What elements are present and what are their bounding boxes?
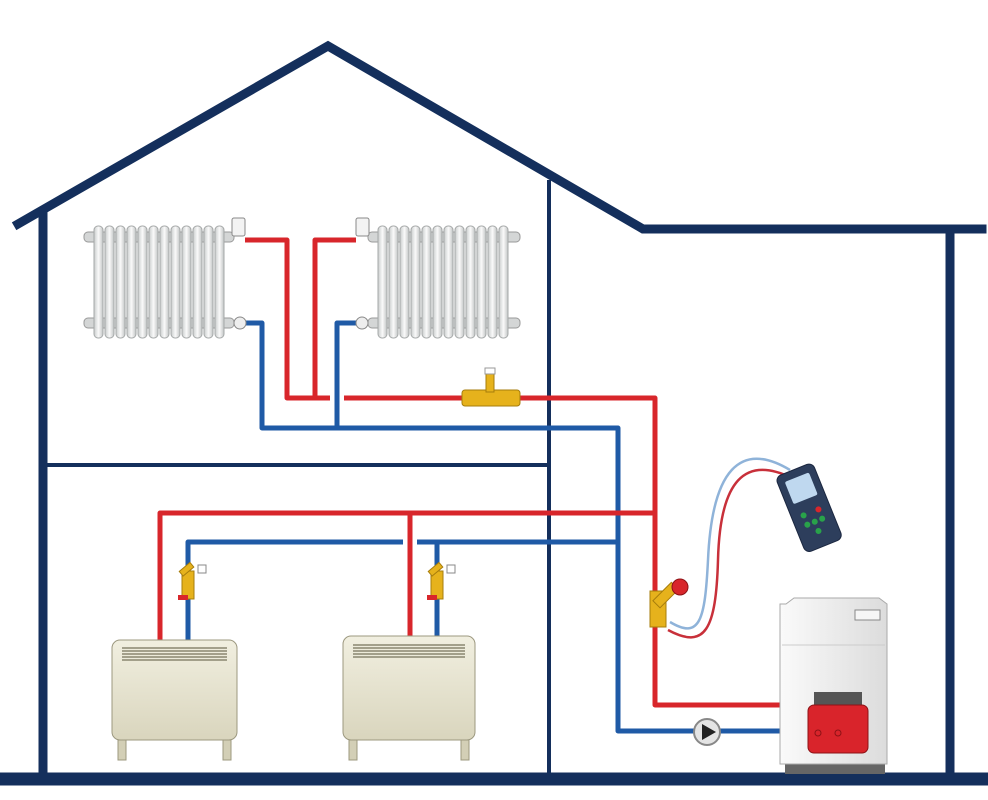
radiator-fin	[170, 225, 181, 339]
return-pipe	[245, 320, 780, 734]
lockshield-valve-icon	[233, 316, 247, 330]
boiler-icon[interactable]	[779, 597, 888, 774]
radiator-fin	[377, 225, 388, 339]
convector-icon	[111, 639, 238, 741]
convector-icon	[342, 635, 476, 741]
radiator-fin	[181, 225, 192, 339]
balancing-valve-icon[interactable]	[178, 561, 207, 600]
radiator-fin	[454, 225, 465, 339]
radiator-left	[83, 217, 247, 339]
radiator-fin	[465, 225, 476, 339]
radiator-fin	[399, 225, 410, 339]
radiator-fin	[148, 225, 159, 339]
radiator-fin	[432, 225, 443, 339]
supply-pipe	[312, 237, 356, 398]
balancing-valve-icon[interactable]	[427, 561, 456, 600]
inline-valve-icon[interactable]	[461, 367, 521, 407]
flow-meter-icon[interactable]	[775, 462, 843, 553]
supply-pipe	[245, 237, 330, 401]
return-pipe	[185, 539, 403, 640]
pump-icon[interactable]	[693, 718, 721, 746]
lockshield-valve-icon	[355, 316, 369, 330]
radiator-fin	[214, 225, 225, 339]
boiler-control-panel[interactable]	[854, 609, 881, 621]
radiator-fin	[159, 225, 170, 339]
radiator-fin	[487, 225, 498, 339]
radiator-fin	[421, 225, 432, 339]
measuring-hoses	[667, 457, 793, 639]
supply-pipe	[157, 510, 655, 640]
radiator-icon	[367, 225, 521, 339]
radiator-fin	[476, 225, 487, 339]
burner-icon	[807, 704, 869, 754]
return-pipes	[185, 320, 780, 734]
radiator-right	[355, 217, 521, 339]
return-pipe	[334, 320, 356, 428]
radiator-fin	[203, 225, 214, 339]
radiator-fin	[104, 225, 115, 339]
thermostatic-valve-icon[interactable]	[355, 217, 370, 237]
roof	[11, 40, 987, 234]
radiator-icon	[83, 225, 235, 339]
house-structure	[0, 40, 988, 786]
convector-left	[111, 639, 238, 761]
radiator-fin	[93, 225, 104, 339]
radiator-fin	[498, 225, 509, 339]
radiator-fin	[192, 225, 203, 339]
radiator-fin	[126, 225, 137, 339]
radiator-fin	[410, 225, 421, 339]
radiator-fin	[388, 225, 399, 339]
convector-right	[342, 635, 476, 761]
radiator-fin	[137, 225, 148, 339]
radiator-fin	[115, 225, 126, 339]
radiator-fin	[443, 225, 454, 339]
meter-screen	[785, 472, 818, 504]
balancing-valve-icon[interactable]	[649, 578, 689, 628]
thermostatic-valve-icon[interactable]	[231, 217, 246, 237]
